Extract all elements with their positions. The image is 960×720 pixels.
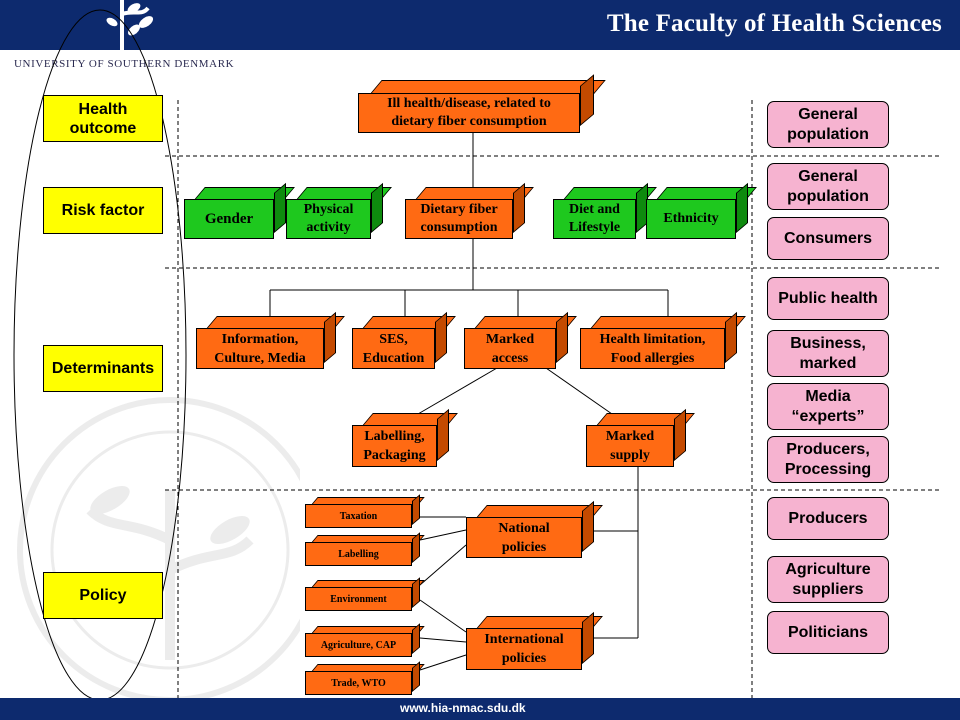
node-gender: Gender <box>184 182 295 239</box>
node-labelling-packaging: Labelling, Packaging <box>352 408 458 467</box>
node-taxation: Taxation <box>305 494 425 528</box>
node-health-limitation-label: Health limitation, Food allergies <box>580 328 725 369</box>
faculty-title: The Faculty of Health Sciences <box>606 10 942 37</box>
node-dietary-fiber: Dietary fiber consumption <box>405 182 534 239</box>
node-ill-health-label: Ill health/disease, related to dietary f… <box>358 93 580 133</box>
stakeholder-agriculture-suppliers: Agriculture suppliers <box>767 556 889 603</box>
node-marked-access-label: Marked access <box>464 328 556 369</box>
node-agriculture-cap: Agriculture, CAP <box>305 623 425 657</box>
node-international-policies: International policies <box>466 611 603 670</box>
node-physical-activity-label: Physical activity <box>286 199 371 239</box>
node-international-policies-label: International policies <box>466 628 582 670</box>
university-seal-watermark <box>17 397 300 700</box>
node-marked-supply-label: Marked supply <box>586 425 674 467</box>
node-labelling-packaging-label: Labelling, Packaging <box>352 425 437 467</box>
level-determinants: Determinants <box>43 345 163 392</box>
node-labelling: Labelling <box>305 532 425 566</box>
node-ethnicity-label: Ethnicity <box>646 199 736 239</box>
stakeholder-producers: Producers <box>767 497 889 540</box>
node-information: Information, Culture, Media <box>196 311 345 369</box>
node-ethnicity: Ethnicity <box>646 182 757 239</box>
stakeholder-politicians: Politicians <box>767 611 889 654</box>
node-national-policies: National policies <box>466 500 603 558</box>
stakeholder-media-experts: Media “experts” <box>767 383 889 430</box>
header-bar: The Faculty of Health Sciences <box>0 0 960 50</box>
node-information-label: Information, Culture, Media <box>196 328 324 369</box>
node-trade-wto-label: Trade, WTO <box>305 671 412 695</box>
node-taxation-label: Taxation <box>305 504 412 528</box>
node-marked-supply: Marked supply <box>586 408 695 467</box>
stakeholder-general-population-2: General population <box>767 163 889 210</box>
node-labelling-label: Labelling <box>305 542 412 566</box>
footer-bar: www.hia-nmac.sdu.dk <box>0 698 960 720</box>
node-trade-wto: Trade, WTO <box>305 661 425 695</box>
node-ill-health: Ill health/disease, related to dietary f… <box>358 74 606 133</box>
node-physical-activity: Physical activity <box>286 182 392 239</box>
node-environment-label: Environment <box>305 587 412 611</box>
stakeholder-public-health: Public health <box>767 277 889 320</box>
node-marked-access: Marked access <box>464 311 577 369</box>
node-diet-lifestyle: Diet and Lifestyle <box>553 182 657 239</box>
node-agriculture-cap-label: Agriculture, CAP <box>305 633 412 657</box>
node-diet-lifestyle-label: Diet and Lifestyle <box>553 199 636 239</box>
level-policy: Policy <box>43 572 163 619</box>
level-risk-factor: Risk factor <box>43 187 163 234</box>
stakeholder-producers-processing: Producers, Processing <box>767 436 889 483</box>
footer-url: www.hia-nmac.sdu.dk <box>400 701 526 715</box>
node-gender-label: Gender <box>184 199 274 239</box>
stakeholder-general-population-1: General population <box>767 101 889 148</box>
university-name: UNIVERSITY OF SOUTHERN DENMARK <box>14 58 235 70</box>
level-health-outcome: Health outcome <box>43 95 163 142</box>
node-environment: Environment <box>305 577 425 611</box>
stakeholder-consumers: Consumers <box>767 217 889 260</box>
node-national-policies-label: National policies <box>466 517 582 558</box>
node-ses: SES, Education <box>352 311 456 369</box>
tree-logo-icon <box>106 0 154 50</box>
node-health-limitation: Health limitation, Food allergies <box>580 311 746 369</box>
stakeholder-business-marked: Business, marked <box>767 330 889 377</box>
node-ses-label: SES, Education <box>352 328 435 369</box>
node-dietary-fiber-label: Dietary fiber consumption <box>405 199 513 239</box>
